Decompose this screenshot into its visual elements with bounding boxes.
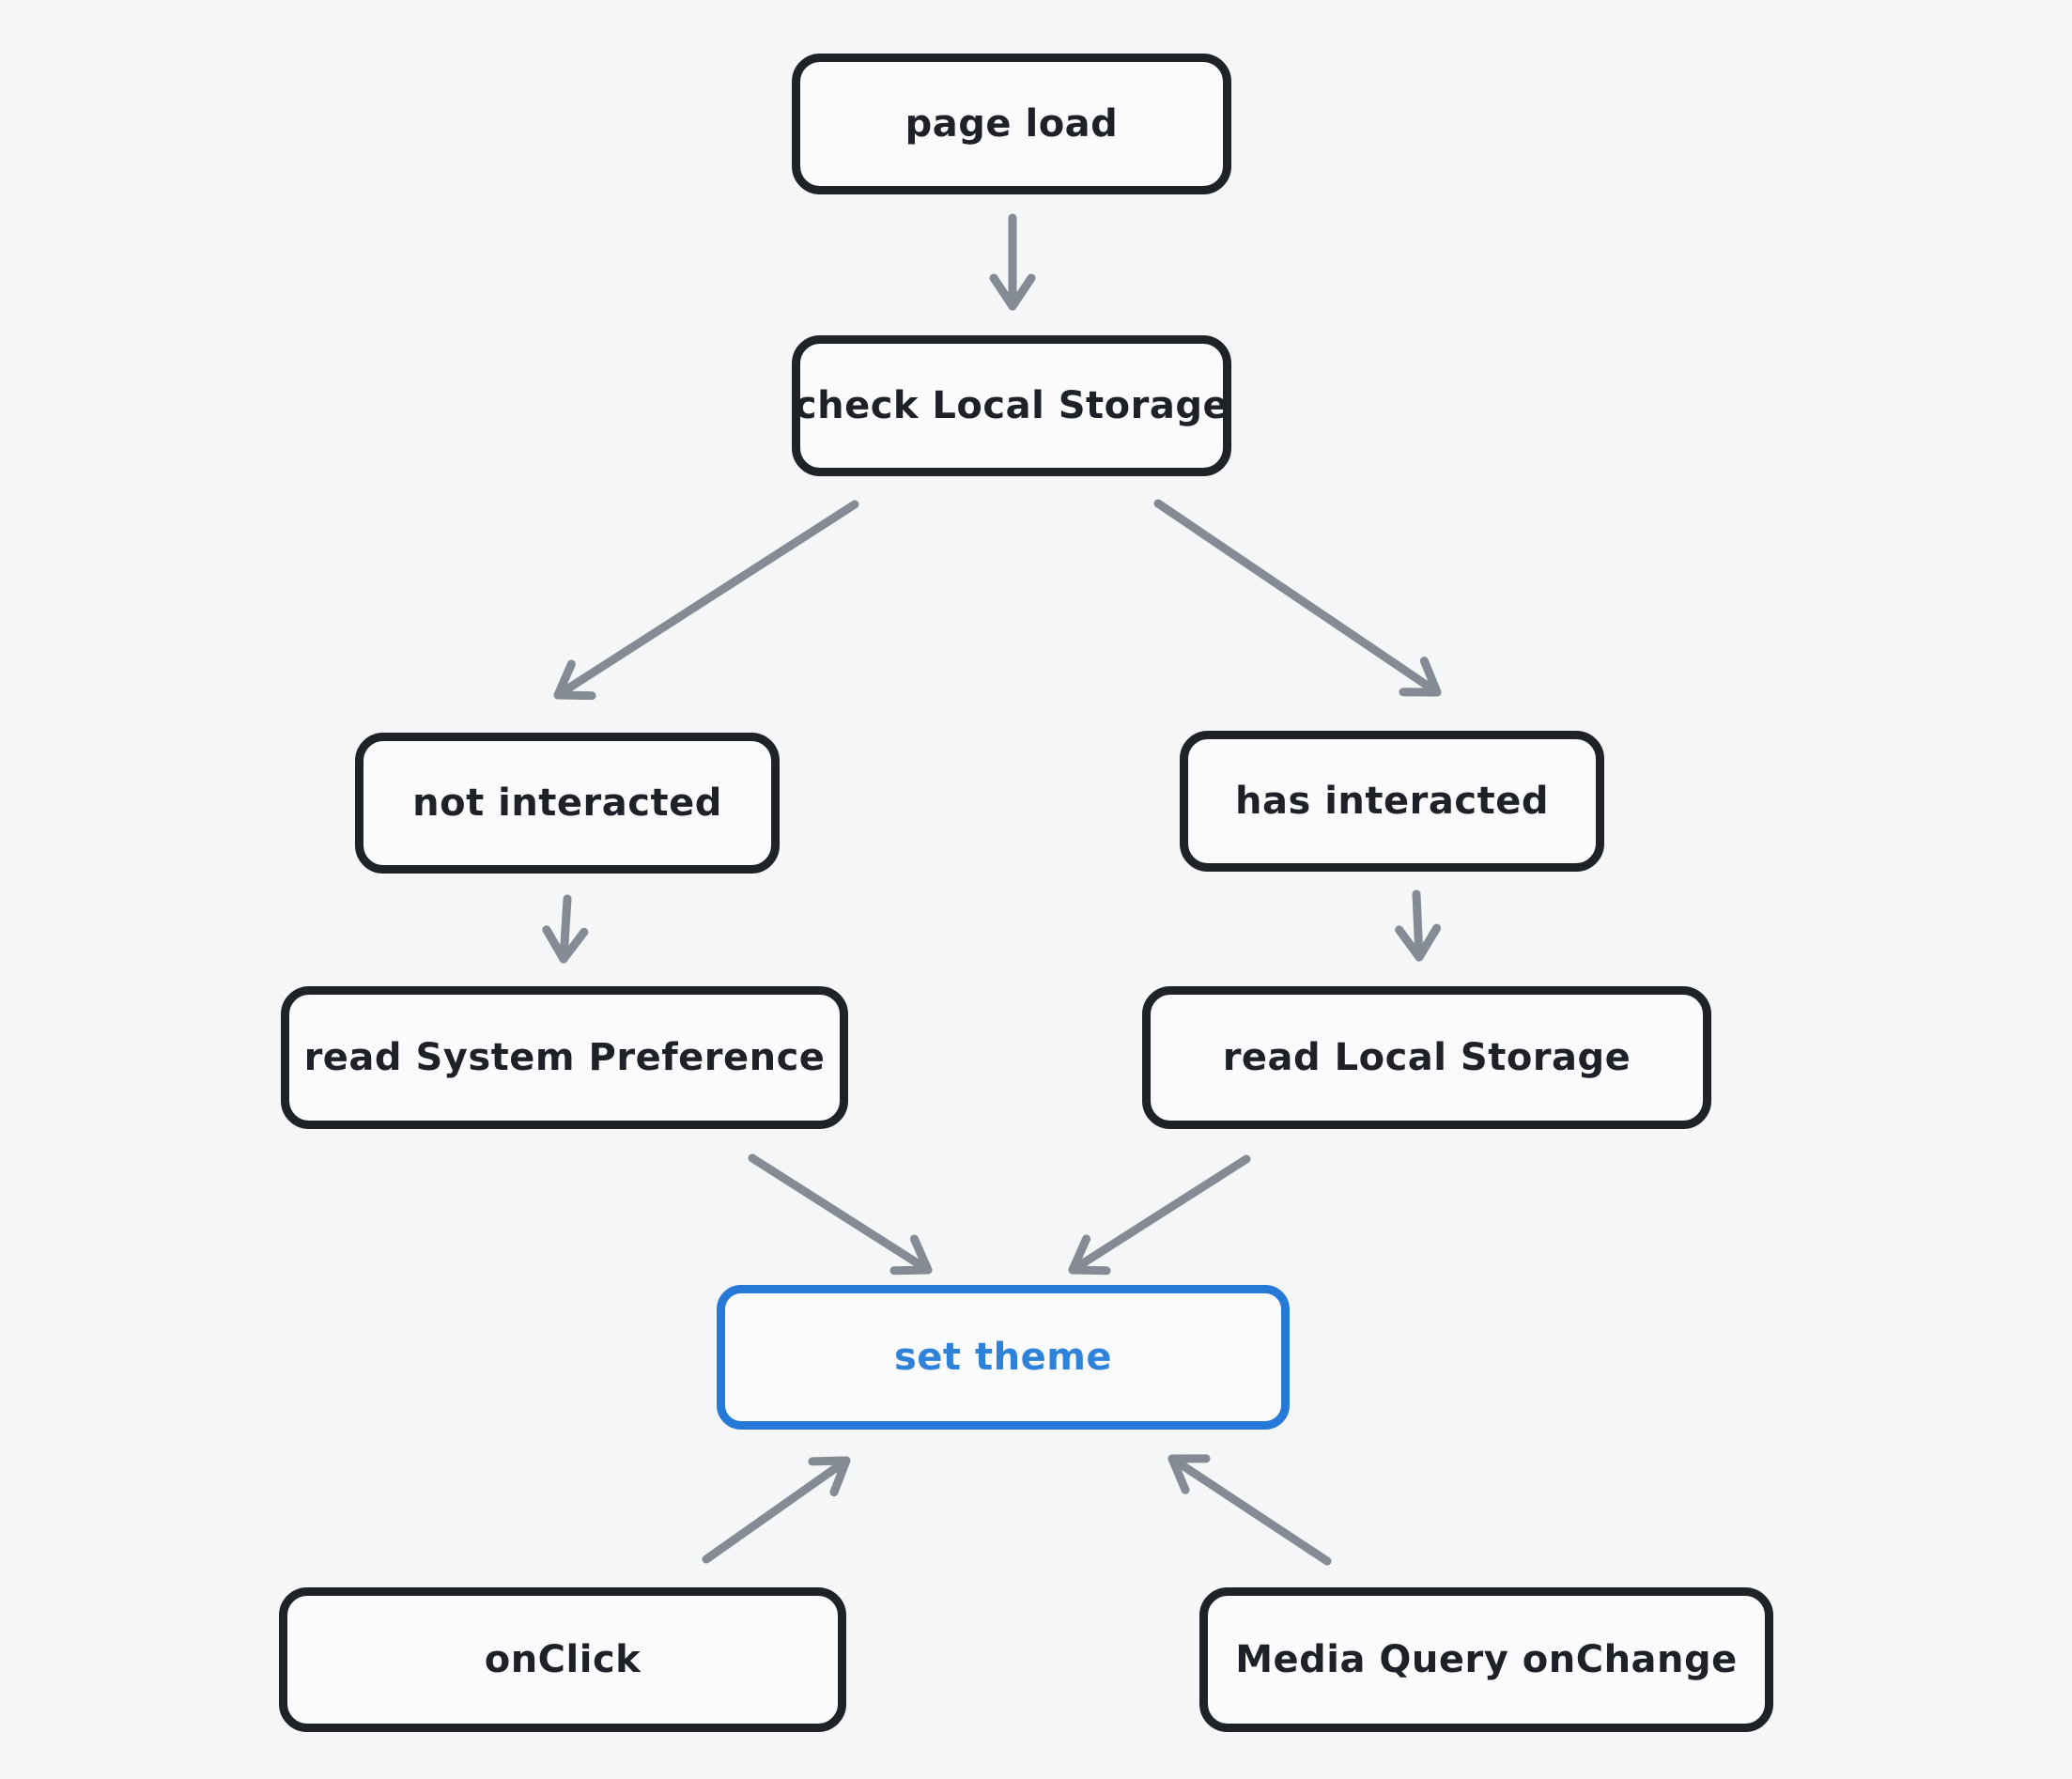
edge-read-local-storage-to-set-theme-arrow [1068, 1154, 1251, 1276]
edge-not-interacted-to-read-system-preference-arrow [542, 894, 589, 964]
edge-onclick-to-set-theme-arrow [702, 1456, 851, 1564]
node-check-local-storage: check Local Storage [792, 335, 1231, 476]
node-read-system-preference-label: read System Preference [303, 1036, 826, 1079]
node-page-load: page load [792, 54, 1231, 194]
node-has-interacted: has interacted [1180, 731, 1604, 872]
node-media-query-onchange: Media Query onChange [1199, 1587, 1773, 1732]
node-set-theme: set theme [717, 1285, 1290, 1430]
node-check-local-storage-label: check Local Storage [794, 384, 1229, 427]
node-read-local-storage-label: read Local Storage [1222, 1036, 1631, 1079]
edge-media-query-onchange-to-set-theme-arrow [1167, 1454, 1332, 1566]
node-onclick-label: onClick [484, 1638, 642, 1681]
node-read-system-preference: read System Preference [281, 986, 848, 1129]
edge-has-interacted-to-read-local-storage-arrow [1395, 890, 1442, 962]
node-read-local-storage: read Local Storage [1142, 986, 1711, 1129]
edge-check-local-storage-to-has-interacted-arrow [1153, 499, 1442, 697]
node-has-interacted-label: has interacted [1235, 780, 1549, 823]
node-not-interacted-label: not interacted [412, 781, 722, 825]
edge-read-system-preference-to-set-theme-arrow [748, 1153, 933, 1276]
node-media-query-onchange-label: Media Query onChange [1235, 1638, 1738, 1681]
node-set-theme-label: set theme [893, 1336, 1113, 1379]
node-page-load-label: page load [905, 102, 1119, 146]
node-not-interacted: not interacted [355, 733, 780, 874]
edge-check-local-storage-to-not-interacted-arrow [553, 500, 859, 701]
node-onclick: onClick [279, 1587, 846, 1732]
